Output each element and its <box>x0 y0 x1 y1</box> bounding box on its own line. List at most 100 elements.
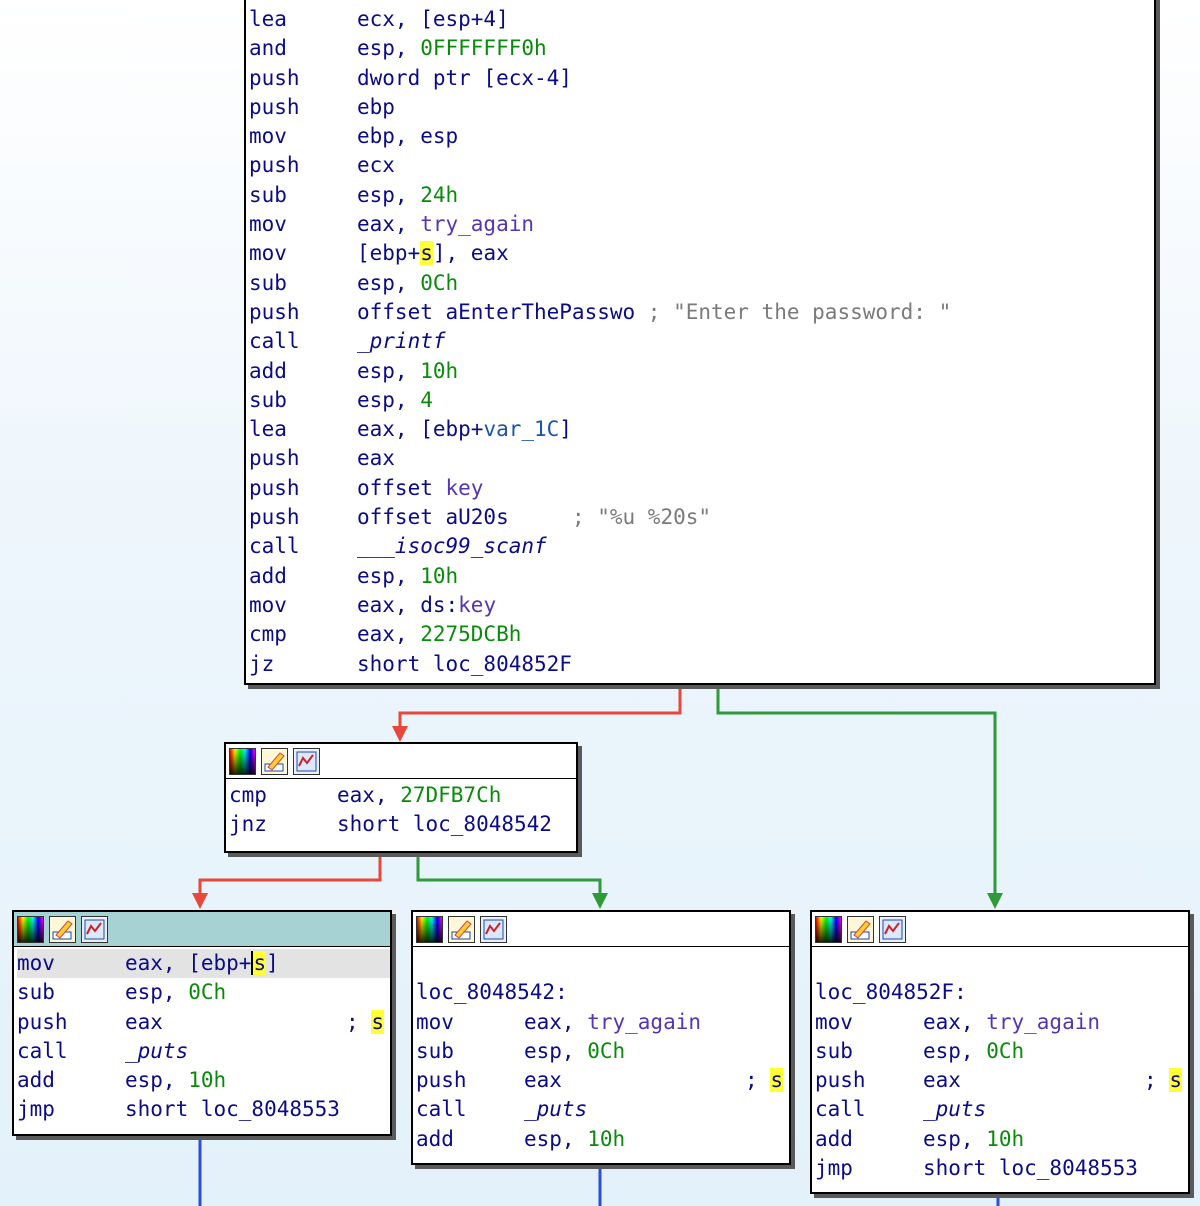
asm-line[interactable]: call_puts <box>815 1095 1188 1124</box>
operand[interactable]: ; "Enter the password: " <box>647 299 952 324</box>
mnemonic[interactable]: add <box>249 563 287 588</box>
operand[interactable]: dword ptr [ecx-4] <box>357 65 572 90</box>
operand[interactable]: ebp, esp <box>357 124 459 149</box>
operand[interactable]: 0Ch <box>986 1038 1025 1063</box>
operand[interactable]: eax <box>524 1068 562 1093</box>
operand[interactable]: 10h <box>587 1126 626 1151</box>
operand[interactable]: esp, <box>125 980 189 1005</box>
operand[interactable]: esp, <box>524 1038 588 1063</box>
asm-line[interactable]: call _puts <box>17 1037 390 1066</box>
mnemonic[interactable]: push <box>249 153 300 178</box>
operand[interactable]: s <box>251 951 267 975</box>
asm-line[interactable]: call_puts <box>416 1095 789 1124</box>
mnemonic[interactable]: push <box>249 475 300 500</box>
operand[interactable]: short loc_8048553 <box>923 1156 1138 1181</box>
node-color-icon[interactable] <box>17 915 44 943</box>
mnemonic[interactable]: call <box>17 1038 68 1063</box>
graph-overview-icon[interactable] <box>480 915 507 943</box>
asm-line[interactable] <box>416 949 789 978</box>
operand[interactable]: ] <box>266 951 279 975</box>
operand[interactable]: _printf <box>357 329 446 354</box>
node-color-icon[interactable] <box>229 747 256 775</box>
asm-line[interactable]: and esp, 0FFFFFFF0h <box>249 34 1154 63</box>
operand[interactable]: esp, <box>357 563 421 588</box>
operand[interactable]: eax, <box>337 783 401 807</box>
operand[interactable]: key <box>458 592 497 617</box>
operand[interactable]: short loc_804852F <box>357 651 572 676</box>
operand[interactable]: 2275DCBh <box>420 622 522 647</box>
operand[interactable]: offset aU20s <box>357 505 572 530</box>
mnemonic[interactable]: add <box>249 358 287 383</box>
operand[interactable]: eax, ds: <box>357 592 459 617</box>
mnemonic[interactable]: push <box>249 94 300 119</box>
rename-icon[interactable] <box>847 915 874 943</box>
operand[interactable]: esp, <box>125 1068 189 1093</box>
operand[interactable]: 0Ch <box>420 270 459 295</box>
asm-line[interactable]: mov[ebp+s], eax <box>249 239 1154 268</box>
operand[interactable]: var_1C <box>483 417 560 442</box>
operand[interactable]: try_again <box>420 212 535 237</box>
mnemonic[interactable]: push <box>815 1068 866 1093</box>
operand[interactable]: esp, <box>357 270 421 295</box>
operand[interactable]: esp, <box>923 1126 987 1151</box>
operand[interactable]: offset aEnterThePasswo <box>357 299 648 324</box>
mnemonic[interactable]: lea <box>249 417 287 442</box>
asm-line[interactable]: mov ebp, esp <box>249 122 1154 151</box>
operand[interactable]: esp, <box>357 36 421 61</box>
operand[interactable]: esp, <box>357 387 421 412</box>
mnemonic[interactable]: push <box>17 1009 68 1034</box>
operand[interactable]: short loc_8048542 <box>337 812 552 837</box>
graph-overview-icon[interactable] <box>293 747 320 775</box>
asm-line[interactable]: loc_8048542: <box>416 978 789 1007</box>
mnemonic[interactable]: mov <box>17 951 55 975</box>
operand[interactable]: 0FFFFFFF0h <box>420 36 547 61</box>
operand[interactable]: esp, <box>923 1038 987 1063</box>
operand[interactable]: eax, [ebp+ <box>357 417 484 442</box>
operand[interactable]: _puts <box>524 1097 588 1122</box>
mnemonic[interactable]: sub <box>815 1038 853 1063</box>
operand[interactable]: ebp <box>357 94 395 119</box>
operand[interactable]: ; "%u %20s" <box>571 505 712 530</box>
operand[interactable]: [ebp+ <box>357 241 421 266</box>
mnemonic[interactable]: call <box>249 329 300 354</box>
mnemonic[interactable]: call <box>815 1097 866 1122</box>
rename-icon[interactable] <box>261 747 288 775</box>
rename-icon[interactable] <box>448 915 475 943</box>
operand[interactable]: 0Ch <box>587 1038 626 1063</box>
operand[interactable]: s <box>420 241 433 266</box>
operand[interactable]: _puts <box>125 1038 189 1063</box>
mnemonic[interactable]: sub <box>249 387 287 412</box>
operand[interactable]: eax <box>125 1009 163 1034</box>
operand[interactable]: 10h <box>420 563 459 588</box>
mnemonic[interactable]: and <box>249 36 287 61</box>
operand[interactable]: key <box>445 475 484 500</box>
mnemonic[interactable]: mov <box>249 124 287 149</box>
mnemonic[interactable]: sub <box>249 182 287 207</box>
